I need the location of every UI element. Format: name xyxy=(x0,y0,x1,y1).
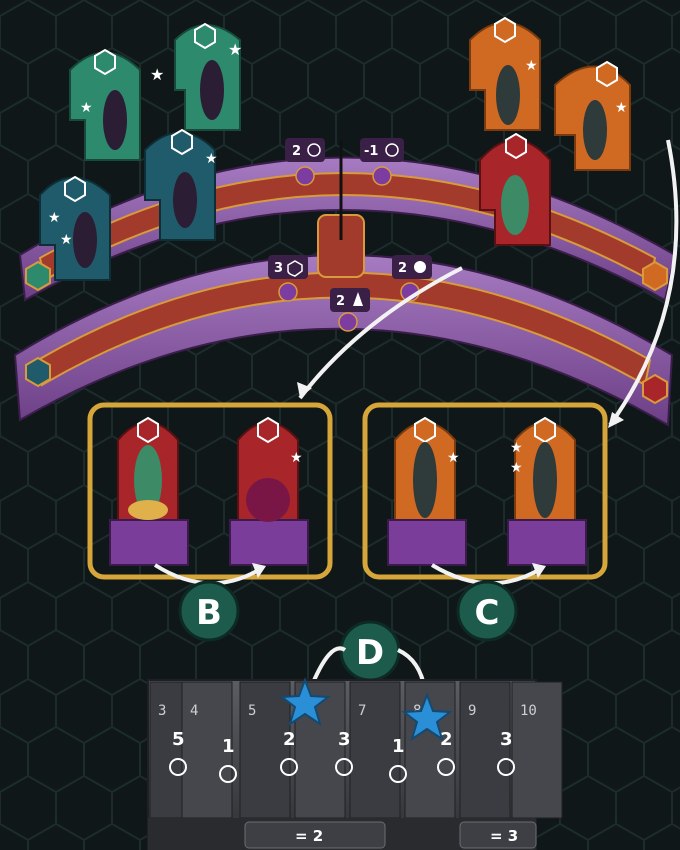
red-standee-b2[interactable]: ★ xyxy=(230,418,308,565)
cymbal-icon xyxy=(258,418,278,442)
track-value: 3 xyxy=(500,729,513,750)
callout-C: C xyxy=(458,582,516,640)
badge-note-value: 2 xyxy=(398,261,407,276)
star-icon: ★ xyxy=(290,450,303,466)
star-icon: ★ xyxy=(615,100,628,116)
trumpet-icon xyxy=(415,418,435,442)
flute-icon xyxy=(26,358,50,386)
track-value: 1 xyxy=(222,736,235,757)
musician-orange-2[interactable] xyxy=(555,62,630,170)
track-number: 3 xyxy=(158,703,166,719)
star-icon: ★ xyxy=(447,450,460,466)
track-number: 4 xyxy=(190,703,198,719)
orange-standee-c2[interactable]: ★ ★ xyxy=(508,418,586,565)
track-number: 5 xyxy=(248,703,256,719)
trumpet-icon xyxy=(643,262,667,290)
cymbal-icon xyxy=(643,375,667,403)
star-icon: ★ xyxy=(510,460,523,476)
front-stage-arc xyxy=(15,255,672,425)
orange-standee-c1[interactable]: ★ xyxy=(388,418,466,565)
star-icon: ★ xyxy=(60,232,73,248)
star-icon: ★ xyxy=(48,210,61,226)
note-icon xyxy=(414,261,426,273)
track-value: 5 xyxy=(172,729,185,750)
star-icon: ★ xyxy=(510,440,523,456)
callout-D: D xyxy=(341,622,399,680)
violin-icon xyxy=(26,262,50,290)
star-icon: ★ xyxy=(80,100,93,116)
microphone-icon xyxy=(339,313,357,331)
track-value: 1 xyxy=(392,736,405,757)
callout-C-label: C xyxy=(475,593,500,633)
track-footer-1: = 2 xyxy=(295,827,323,845)
cymbal-icon xyxy=(373,167,391,185)
track-value: 2 xyxy=(283,729,296,750)
callout-B: B xyxy=(180,582,238,640)
callout-D-label: D xyxy=(356,633,384,673)
badge-shield-value: 3 xyxy=(274,261,283,276)
badge-gear-value: -1 xyxy=(364,144,378,159)
track-footer-2: = 3 xyxy=(490,827,518,845)
lyre-icon xyxy=(296,167,314,185)
callout-B-label: B xyxy=(196,593,222,633)
track-value: 3 xyxy=(338,729,351,750)
musician-orange-1[interactable] xyxy=(470,18,540,130)
trumpet-icon xyxy=(535,418,555,442)
track-number: 9 xyxy=(468,703,476,719)
track-number: 10 xyxy=(520,703,537,719)
star-icon: ★ xyxy=(150,65,164,84)
star-icon: ★ xyxy=(228,40,242,59)
star-icon: ★ xyxy=(205,151,218,167)
harp-icon xyxy=(279,283,297,301)
track-number: 7 xyxy=(358,703,366,719)
badge-atom-value: 2 xyxy=(292,144,301,159)
cymbal-icon xyxy=(138,418,158,442)
star-icon: ★ xyxy=(525,58,538,74)
score-track: 3456789105123123 = 2 = 3 xyxy=(148,680,562,850)
red-standee-b1[interactable] xyxy=(110,418,188,565)
badge-metronome-value: 2 xyxy=(336,294,345,309)
